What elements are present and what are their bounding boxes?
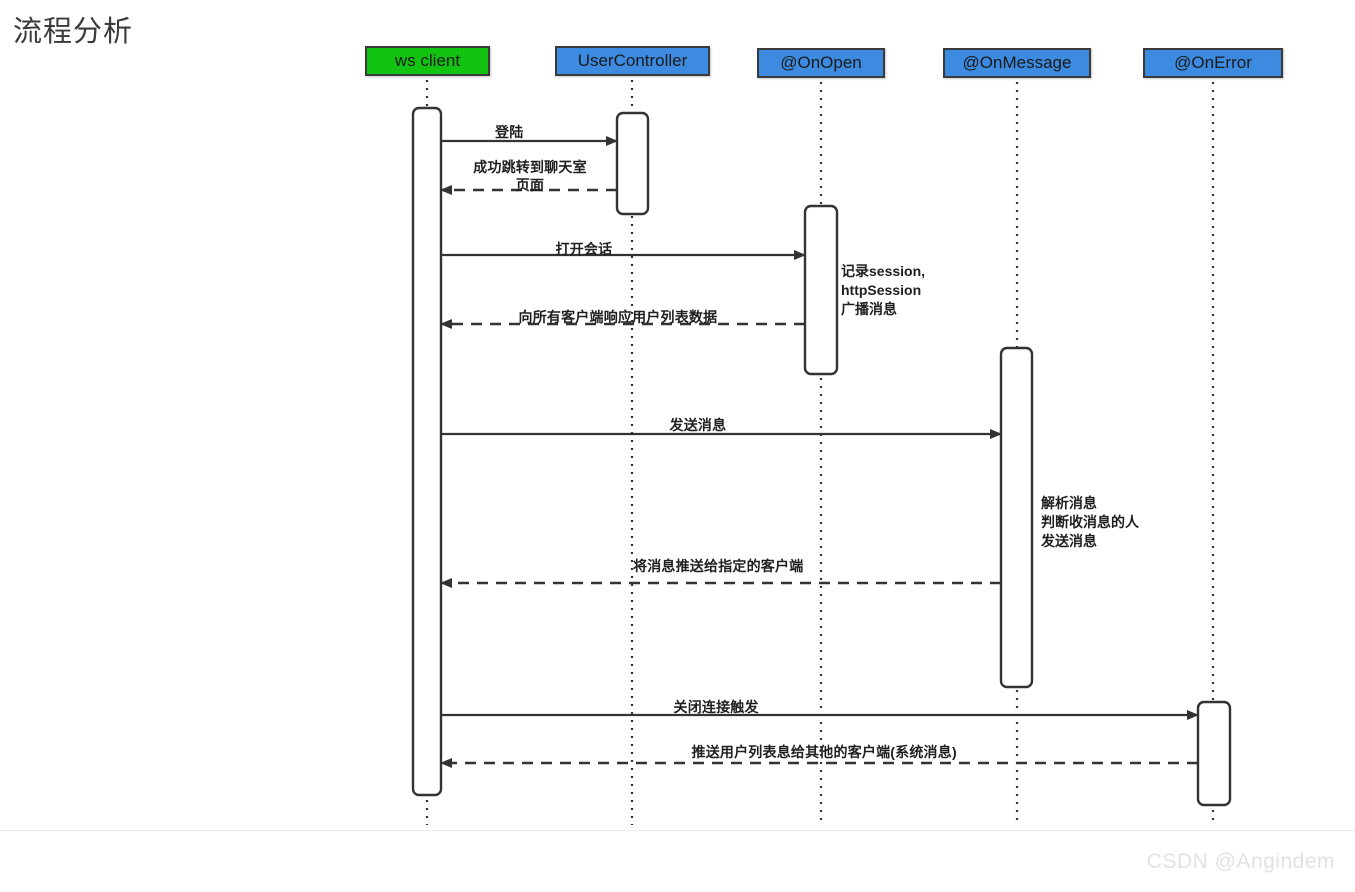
participant-label: @OnOpen [780, 53, 862, 72]
watermark: CSDN @Angindem [1146, 850, 1335, 873]
activation-bars-group [411, 106, 1232, 807]
activation-bar-controller [615, 111, 650, 216]
message-label-m3: 打开会话 [555, 241, 613, 257]
note-onmessage: 解析消息 判断收消息的人 发送消息 [1041, 495, 1139, 549]
activation-bar-client [411, 106, 443, 797]
message-label-m2: 成功跳转到聊天室 页面 [473, 159, 587, 193]
message-label-m8: 推送用户列表息给其他的客户端(系统消息) [691, 744, 957, 760]
page-title: 流程分析 [13, 16, 134, 48]
participant-label: ws client [394, 51, 461, 70]
activation-bar-onmessage [999, 346, 1034, 689]
participant-onerror[interactable]: @OnError [1143, 48, 1283, 78]
bottom-divider [0, 830, 1355, 831]
note-onopen: 记录session, httpSession 广播消息 [841, 263, 926, 317]
participant-onmessage[interactable]: @OnMessage [943, 48, 1091, 78]
participant-label: UserController [577, 51, 688, 70]
activation-bar-onopen [803, 204, 839, 376]
message-label-m1: 登陆 [495, 124, 524, 140]
participant-client[interactable]: ws client [365, 46, 490, 76]
activation-bar-onerror [1196, 700, 1232, 807]
message-label-m4: 向所有客户端响应用户列表数据 [518, 309, 718, 325]
message-label-m6: 将消息推送给指定的客户端 [633, 558, 804, 574]
participant-controller[interactable]: UserController [555, 46, 710, 76]
message-label-m7: 关闭连接触发 [673, 699, 759, 715]
participant-label: @OnError [1174, 53, 1252, 72]
message-label-m5: 发送消息 [669, 417, 727, 433]
participant-onopen[interactable]: @OnOpen [757, 48, 885, 78]
participant-label: @OnMessage [962, 53, 1072, 72]
message-arrows-group [440, 136, 1199, 768]
